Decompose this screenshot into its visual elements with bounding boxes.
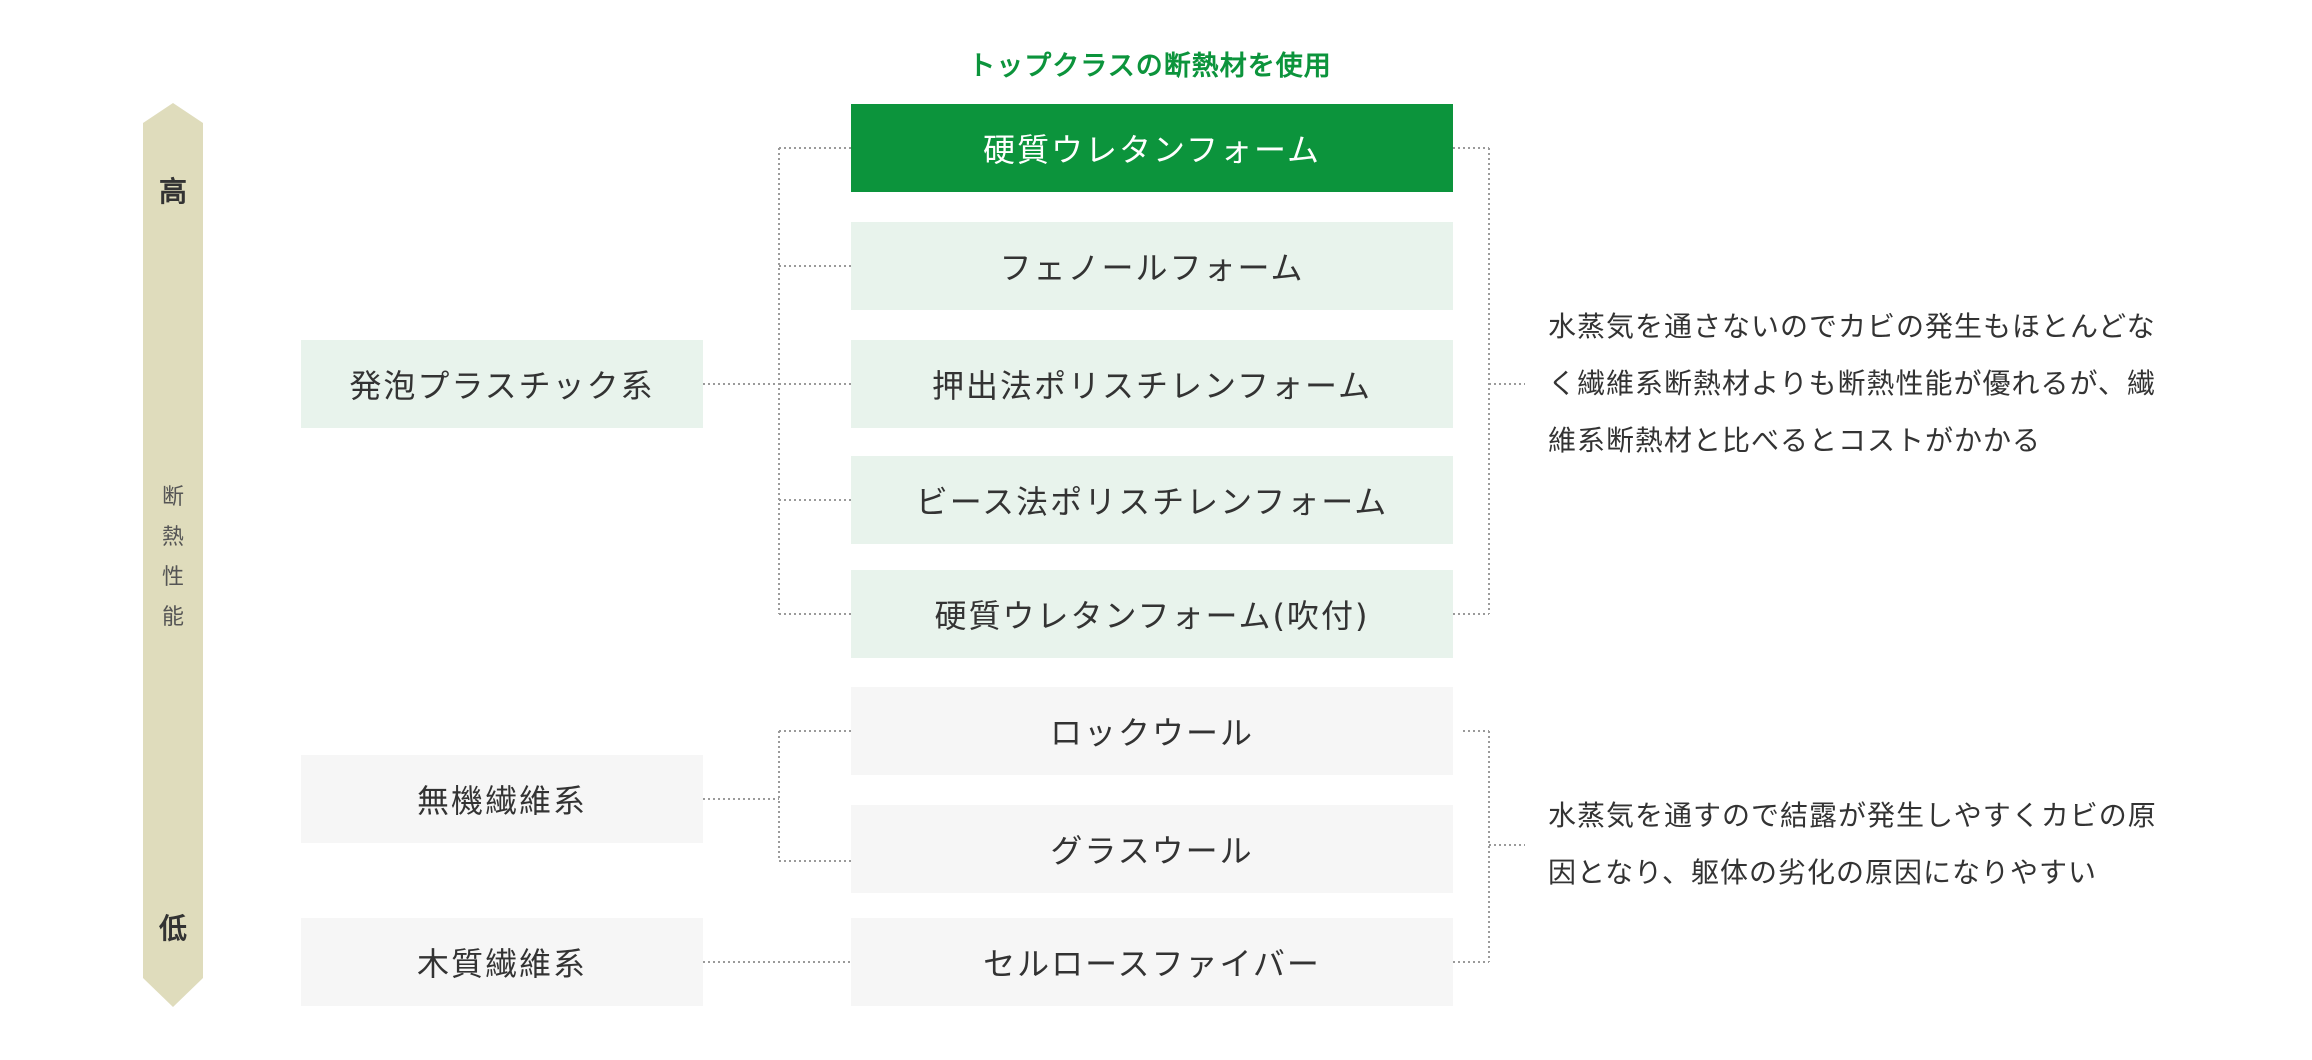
item-rigid-urethane-foam: 硬質ウレタンフォーム — [851, 104, 1453, 192]
category-inorganic-fiber: 無機繊維系 — [301, 755, 703, 843]
item-sprayed-urethane-foam: 硬質ウレタンフォーム(吹付) — [851, 570, 1453, 658]
description-line: 水蒸気を通さないのでカビの発生もほとんどな — [1548, 310, 2156, 343]
scale-high-label: 高 — [158, 175, 187, 208]
description-line: く繊維系断熱材よりも断熱性能が優れるが、繊 — [1548, 367, 2156, 400]
item-glass-wool: グラスウール — [851, 805, 1453, 893]
description-line: 因となり、躯体の劣化の原因になりやすい — [1548, 856, 2098, 889]
item-phenol-foam: フェノールフォーム — [851, 222, 1453, 310]
axis-char: 断 — [161, 485, 184, 510]
item-cellulose-fiber: セルロースファイバー — [851, 918, 1453, 1006]
axis-char: 能 — [161, 605, 184, 630]
item-bead-polystyrene-foam: ビース法ポリスチレンフォーム — [851, 456, 1453, 544]
category-wood-fiber: 木質繊維系 — [301, 918, 703, 1006]
scale-axis-label: 断 熱 性 能 — [143, 478, 203, 638]
description-line: 維系断熱材と比べるとコストがかかる — [1548, 424, 2042, 457]
item-rock-wool: ロックウール — [851, 687, 1453, 775]
axis-char: 性 — [161, 565, 184, 590]
foam-description: 水蒸気を通さないのでカビの発生もほとんどな く繊維系断熱材よりも断熱性能が優れる… — [1548, 298, 2188, 469]
description-line: 水蒸気を通すので結露が発生しやすくカビの原 — [1548, 799, 2157, 832]
fiber-description: 水蒸気を通すので結露が発生しやすくカビの原 因となり、躯体の劣化の原因になりやす… — [1548, 787, 2188, 901]
scale-low-label: 低 — [158, 912, 187, 945]
top-class-label: トップクラスの断熱材を使用 — [968, 51, 1332, 82]
axis-char: 熱 — [161, 525, 184, 550]
performance-scale-bar — [143, 103, 203, 1007]
category-foam-plastic: 発泡プラスチック系 — [301, 340, 703, 428]
item-extruded-polystyrene-foam: 押出法ポリスチレンフォーム — [851, 340, 1453, 428]
